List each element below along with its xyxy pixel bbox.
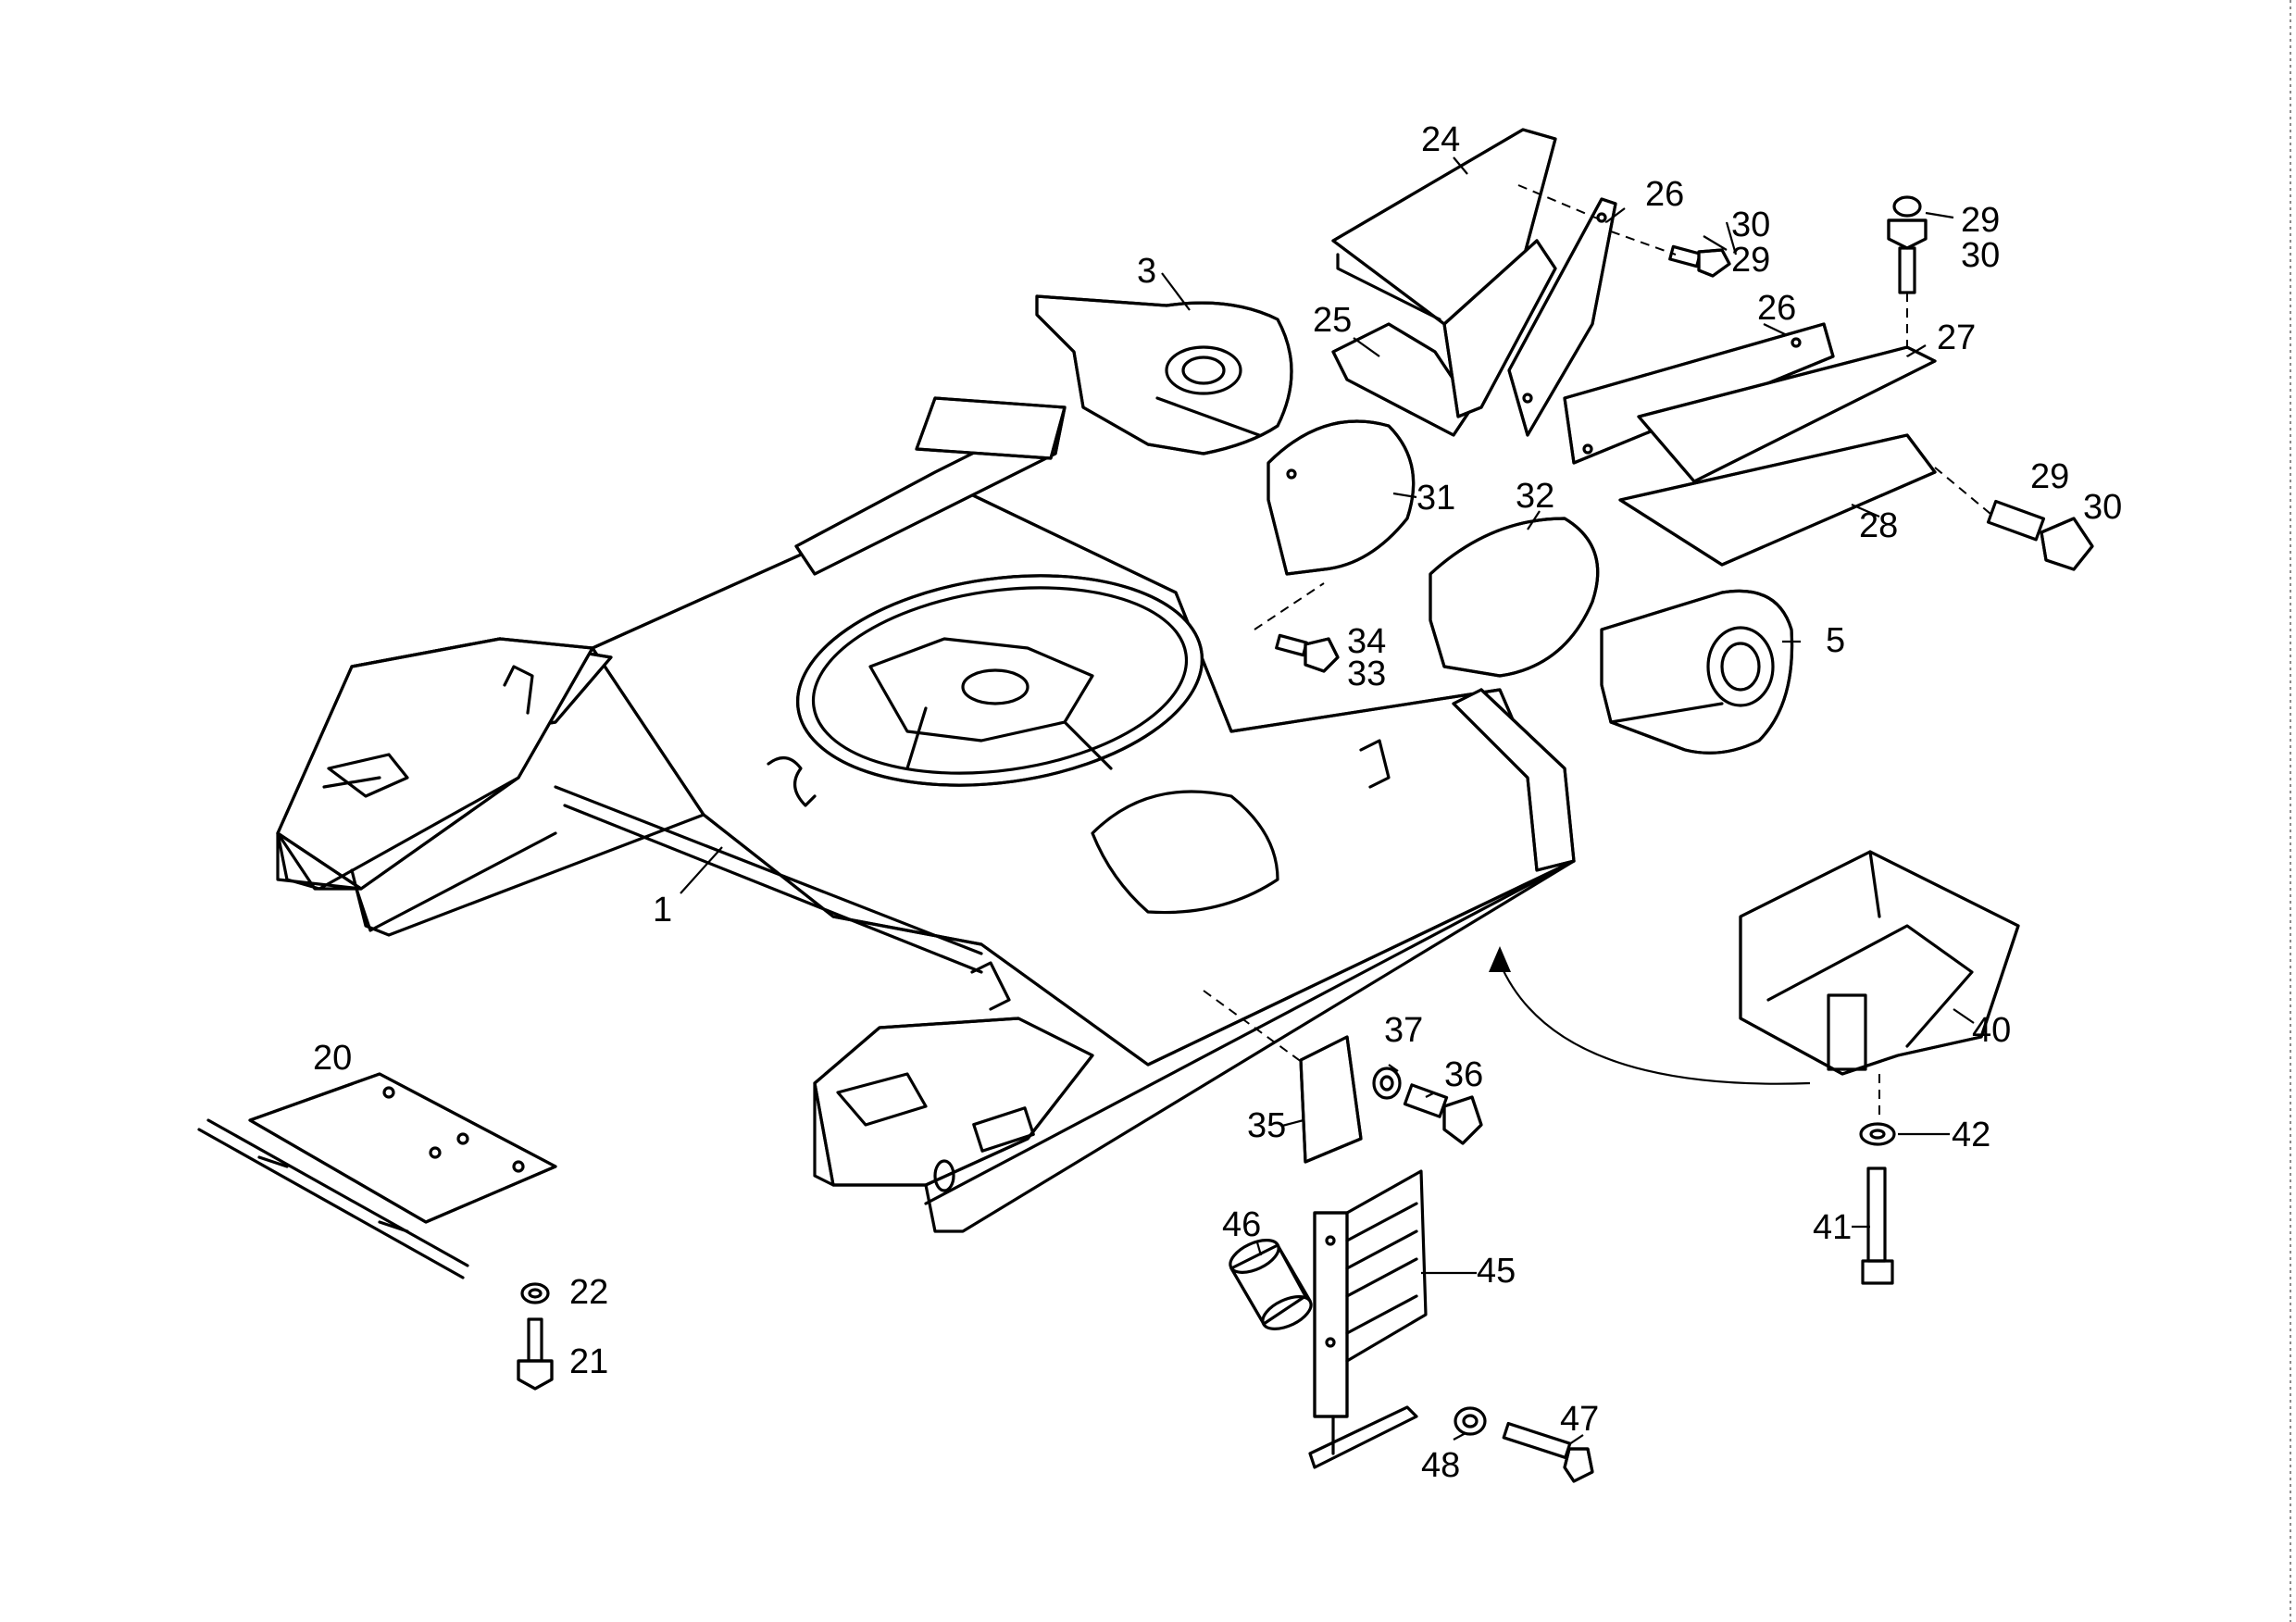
bolt-21	[517, 1317, 554, 1391]
bolt-33-washer-34	[1275, 633, 1340, 673]
part-number-labels: 1 3 5 20 21 22 24 25 26 26 27 28 29 29 2…	[313, 120, 2122, 1485]
label-part-25: 25	[1313, 301, 1352, 340]
plate-35	[1299, 1035, 1363, 1164]
washer-48	[1454, 1406, 1487, 1436]
label-part-33: 33	[1347, 655, 1386, 693]
label-part-32: 32	[1516, 477, 1554, 516]
label-part-27: 27	[1937, 318, 1976, 357]
plate-25	[1331, 239, 1557, 437]
label-part-24: 24	[1421, 120, 1460, 159]
label-part-45: 45	[1477, 1252, 1516, 1291]
label-part-3: 3	[1137, 252, 1156, 291]
label-part-34: 34	[1347, 622, 1386, 661]
label-part-29-b: 29	[1961, 201, 2000, 240]
washer-42	[1859, 1122, 1896, 1146]
bolt-41	[1861, 1167, 1894, 1285]
alignment-lines	[1203, 184, 1991, 1120]
bolt-47	[1502, 1421, 1594, 1483]
label-part-37: 37	[1384, 1011, 1423, 1050]
label-part-30-b: 30	[1961, 236, 2000, 275]
label-part-30-c: 30	[2083, 488, 2122, 527]
plate-28	[1618, 433, 1937, 567]
label-part-48: 48	[1421, 1446, 1460, 1485]
label-part-1: 1	[653, 891, 672, 930]
bolt-29-washer-30-right	[1986, 499, 2094, 571]
cover-32	[1429, 517, 1600, 678]
label-part-30-a: 30	[1731, 206, 1770, 244]
side-plate-26-upper	[1507, 197, 1617, 437]
arrow-head	[1489, 946, 1511, 972]
label-part-40: 40	[1972, 1011, 2011, 1050]
label-part-36: 36	[1444, 1055, 1483, 1094]
label-part-47: 47	[1560, 1400, 1599, 1439]
label-part-22: 22	[569, 1273, 608, 1312]
step-ladder-45	[1308, 1169, 1428, 1469]
label-part-29-c: 29	[2030, 457, 2069, 496]
leader-lines	[680, 156, 1975, 1445]
assembly-arrow	[1498, 962, 1811, 1085]
label-part-5: 5	[1826, 621, 1845, 660]
side-plate-26-lower	[1563, 322, 1835, 465]
bolt-36	[1403, 1083, 1483, 1145]
bolt-29-washer-30-upper	[1668, 244, 1731, 278]
washer-22	[520, 1282, 550, 1304]
mount-bracket-5	[1600, 589, 1794, 755]
label-part-35: 35	[1247, 1106, 1286, 1145]
mount-bracket-3	[1035, 294, 1293, 455]
label-part-26-lower: 26	[1757, 289, 1796, 328]
label-part-41: 41	[1813, 1208, 1852, 1247]
plate-27	[1637, 345, 1937, 483]
label-part-28: 28	[1859, 506, 1898, 545]
label-part-31: 31	[1416, 479, 1455, 518]
washer-37	[1372, 1067, 1402, 1100]
main-undercarriage-frame	[276, 396, 1576, 1233]
label-part-46: 46	[1222, 1205, 1261, 1244]
cover-plate-20	[197, 1072, 557, 1279]
label-part-42: 42	[1952, 1116, 1990, 1154]
label-part-21: 21	[569, 1342, 608, 1381]
label-part-29-a: 29	[1731, 241, 1770, 280]
bolt-29-washer-30-top-right	[1887, 195, 1928, 294]
label-part-26-upper: 26	[1645, 175, 1684, 214]
label-part-20: 20	[313, 1039, 352, 1078]
spacer-46	[1229, 1239, 1313, 1330]
bracket-40	[1739, 850, 2020, 1076]
cover-31	[1267, 419, 1416, 576]
